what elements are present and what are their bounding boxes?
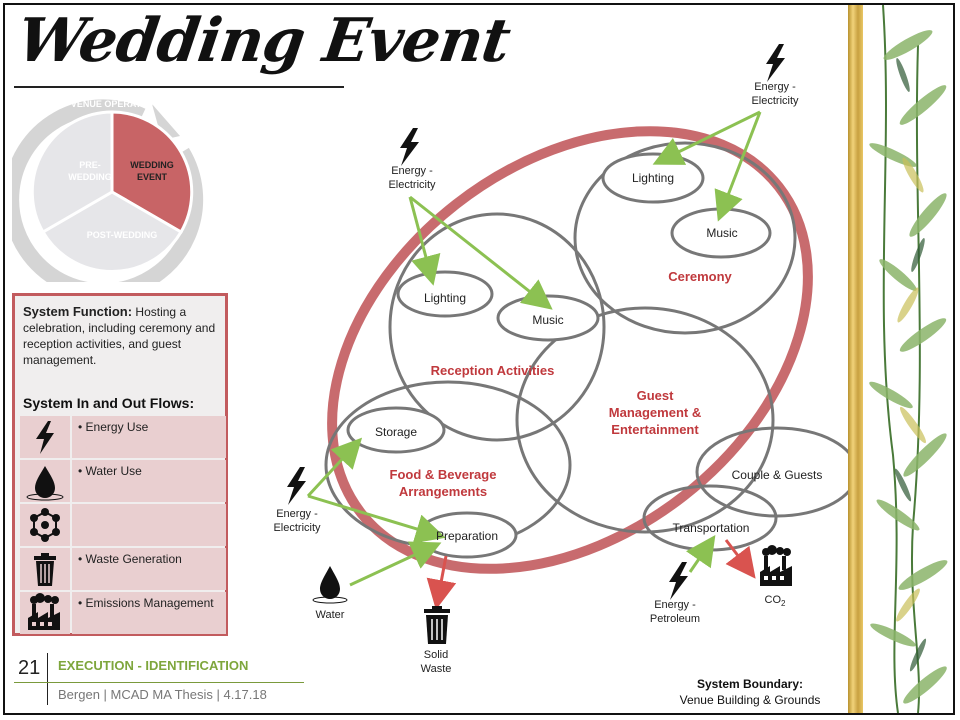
guest-management-label: Guest Management & Entertainment	[608, 388, 702, 437]
guest-circle	[515, 306, 775, 534]
arrow-transportation-to-co2	[724, 539, 756, 579]
co2-label: CO2	[764, 594, 786, 609]
storage-node	[346, 406, 446, 454]
trash-can-icon	[424, 606, 450, 644]
arrow-energy-to-music-ceremony	[714, 111, 762, 222]
lightning-icon	[400, 128, 419, 166]
footer-divider	[47, 653, 48, 705]
flow-label: • Waste Generation	[72, 548, 226, 590]
trash-can-icon	[20, 548, 70, 590]
segment-post-wedding	[40, 190, 184, 273]
flow-row: • Water Use	[20, 460, 226, 503]
water-drop-icon	[312, 566, 348, 604]
ceremony-label: Ceremony	[668, 269, 732, 284]
gold-border-strip	[848, 5, 863, 713]
cycle-ring-label: VENUE OPERATIONS	[71, 99, 163, 109]
system-function-text: Hosting a celebration, including ceremon…	[23, 305, 216, 367]
music-reception-label: Music	[532, 313, 564, 327]
flow-label	[72, 504, 226, 546]
footer-subtitle: Bergen | MCAD MA Thesis | 4.17.18	[58, 687, 267, 702]
slide-frame	[3, 3, 955, 715]
arrow-energy-to-preparation	[307, 494, 446, 544]
lightning-icon	[669, 562, 688, 600]
system-function-heading: System Function:	[23, 304, 133, 319]
energy-electricity-label: Energy - Electricity	[273, 508, 321, 534]
water-drop-icon	[20, 460, 70, 502]
lightning-icon	[20, 416, 70, 458]
water-label: Water	[315, 609, 345, 621]
energy-electricity-label: Energy - Electricity	[388, 165, 436, 191]
footer-rule	[14, 682, 304, 683]
transportation-label: Transportation	[672, 521, 750, 535]
food-beverage-label: Food & Beverage Arrangements	[389, 467, 497, 499]
energy-electricity-label: Energy - Electricity	[751, 81, 799, 107]
title-underline	[14, 86, 344, 88]
music-ceremony-label: Music	[706, 226, 738, 240]
flow-label: • Emissions Management	[72, 592, 226, 634]
page-number: 21	[18, 657, 41, 679]
molecule-icon	[20, 504, 70, 546]
reception-label: Reception Activities	[430, 363, 555, 378]
factory-icon	[20, 592, 70, 634]
system-function: System Function: Hosting a celebration, …	[23, 304, 223, 368]
storage-label: Storage	[374, 425, 418, 439]
lighting-ceremony-label: Lighting	[631, 171, 675, 185]
section-title: EXECUTION - IDENTIFICATION	[58, 658, 249, 673]
reception-circle	[388, 212, 606, 442]
boundary-heading: System Boundary:	[696, 677, 804, 691]
boundary-text: Venue Building & Grounds	[679, 693, 821, 707]
arrow-energy-to-music-reception	[409, 195, 553, 310]
couple-guests-label: Couple & Guests	[731, 468, 823, 482]
segment-label-post: POST-WEDDING	[87, 230, 158, 240]
lightning-icon	[766, 44, 785, 82]
system-boundary-note: System Boundary: Venue Building & Ground…	[660, 676, 840, 708]
flow-row	[20, 504, 226, 547]
flow-row: • Waste Generation	[20, 548, 226, 591]
flow-label: • Water Use	[72, 460, 226, 502]
flow-row: • Energy Use	[20, 416, 226, 459]
arrow-energy-to-storage	[306, 437, 363, 498]
segment-label-pre: PRE-WEDDING	[68, 160, 112, 182]
system-info-panel: System Function: Hosting a celebration, …	[12, 293, 228, 636]
arrow-petroleum-to-transportation	[686, 535, 716, 573]
cycle-arrowhead	[152, 104, 180, 140]
arrow-energy-to-lighting-reception	[408, 196, 441, 286]
segment-pre-wedding	[30, 110, 114, 235]
flow-row: • Emissions Management	[20, 592, 226, 635]
lighting-reception-label: Lighting	[423, 291, 467, 305]
factory-icon	[760, 545, 792, 586]
cycle-ring	[12, 99, 204, 282]
arrow-energy-to-lighting-ceremony	[652, 110, 761, 165]
leaf-decoration	[869, 5, 948, 713]
flow-label: • Energy Use	[72, 416, 226, 458]
arrow-water-to-preparation	[349, 541, 442, 587]
arrow-preparation-to-solid-waste	[426, 555, 457, 610]
solid-waste-label: Solid Waste	[420, 649, 452, 675]
energy-petroleum-label: Energy - Petroleum	[649, 599, 701, 625]
lightning-icon	[287, 467, 306, 505]
preparation-label: Preparation	[435, 529, 499, 543]
system-boundary-ring	[327, 126, 813, 574]
system-diagram	[287, 44, 848, 644]
flows-heading: System In and Out Flows:	[23, 395, 195, 411]
